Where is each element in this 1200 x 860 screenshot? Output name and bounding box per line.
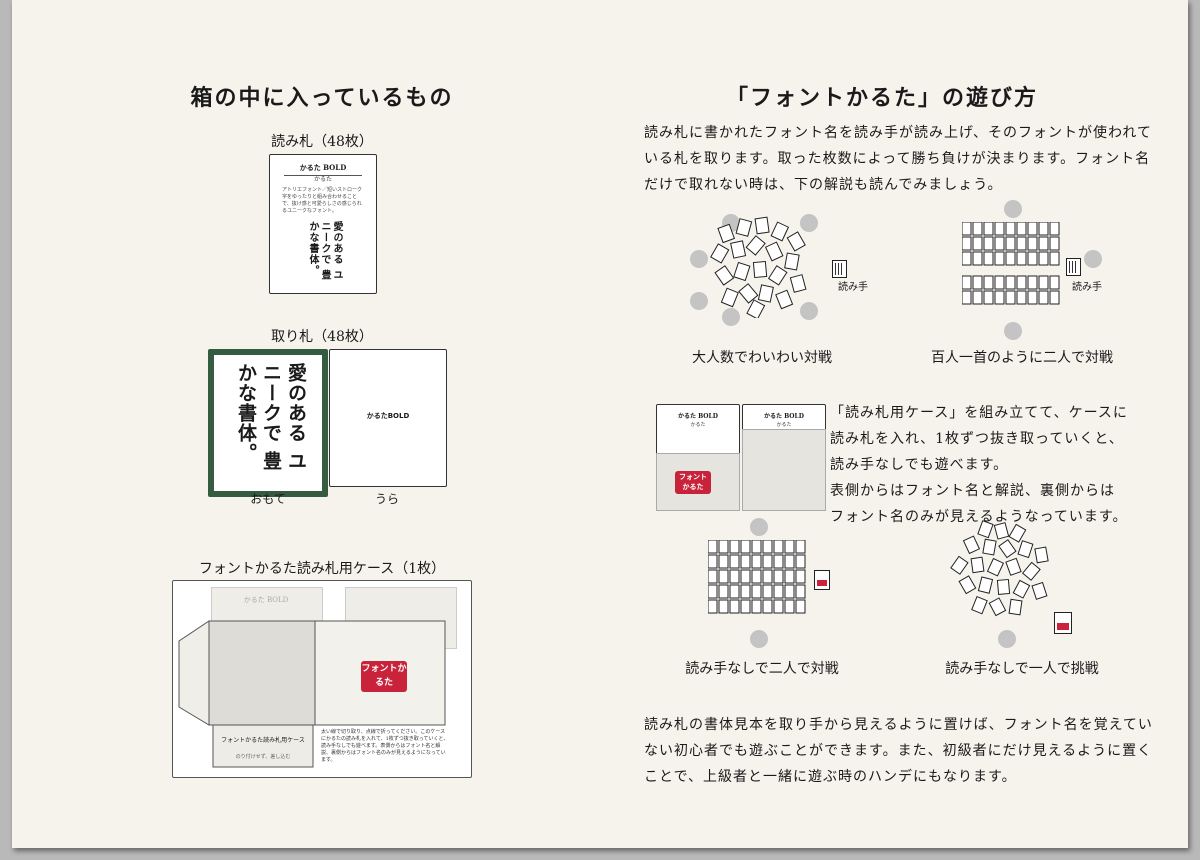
- case-card-back-title: かるた BOLD: [764, 413, 804, 420]
- reader-label-1: 読み手: [838, 282, 868, 293]
- yomifuda-card-title: かるた BOLD: [299, 163, 347, 172]
- diagram-many-players: [684, 206, 844, 326]
- scattered-cards-solo: [950, 520, 1049, 617]
- case-card-front-title: かるた BOLD: [678, 413, 718, 420]
- case-brand-tag: フォントかるた: [361, 661, 407, 692]
- reader-card-icon-2: [1066, 258, 1081, 276]
- case-card-title: かるた BOLD: [243, 596, 289, 604]
- diagram-two-noreader: [708, 518, 848, 648]
- case-caption: フォントかるた読み札用ケース（1枚）: [198, 561, 446, 577]
- torifuda-back-text: かるたBOLD: [366, 412, 410, 420]
- case-mini-icon-2: [1054, 612, 1072, 634]
- reader-label-2: 読み手: [1072, 282, 1102, 293]
- case-card-back-subtitle: かるた: [776, 422, 792, 428]
- case-card-front: かるた BOLD かるた フォント かるた: [656, 404, 740, 511]
- grid-cards-two-rows: [962, 222, 1060, 305]
- case-text-line-5: フォント名のみが見えるようなっています。: [830, 509, 1128, 525]
- case-text-line-2: 読み札を入れ、1枚ずつ抜き取っていくと、: [830, 431, 1124, 447]
- torifuda-front-card: 愛のある ユニークで 豊かな書体。: [208, 349, 328, 497]
- contents-heading: 箱の中に入っているもの: [190, 85, 454, 111]
- case-text-line-4: 表側からはフォント名と解説、裏側からは: [830, 483, 1115, 499]
- yomifuda-card: かるた BOLD かるた アトリエフォント／短いストローク字をゆったりと組み合わ…: [269, 154, 377, 294]
- yomifuda-sample: 愛のある ユニークで 豊かな書体。: [307, 221, 342, 281]
- torifuda-front-label: おもて: [250, 492, 286, 506]
- diagram-solo: [942, 520, 1102, 650]
- case-flap-small: のり付けせず、差し込む: [235, 754, 291, 760]
- case-diagram: かるた BOLD フォントかるた フォントかるた読み札用ケース のり付けせず、差…: [172, 580, 472, 778]
- yomifuda-card-subtitle: かるた: [313, 176, 332, 183]
- diagram-hyakunin: [962, 200, 1122, 340]
- case-explanation: 「読み札用ケース」を組み立てて、ケースに 読み札を入れ、1枚ずつ抜き取っていくと…: [830, 400, 1170, 530]
- yomifuda-caption: 読み札（48枚）: [271, 134, 373, 150]
- torifuda-caption: 取り札（48枚）: [271, 329, 373, 345]
- caption-two-noreader: 読み手なしで二人で対戦: [685, 661, 839, 677]
- caption-many: 大人数でわいわい対戦: [692, 350, 832, 366]
- scattered-cards: [710, 216, 807, 318]
- caption-solo: 読み手なしで一人で挑戦: [945, 661, 1099, 677]
- howto-heading: 「フォントかるた」の遊び方: [725, 85, 1038, 111]
- caption-hyakunin: 百人一首のように二人で対戦: [931, 350, 1113, 366]
- torifuda-front-text: 愛のある ユニークで 豊かな書体。: [235, 363, 307, 471]
- case-card-front-subtitle: かるた: [690, 422, 706, 428]
- case-flap-outline: [178, 620, 446, 768]
- howto-intro: 読み札に書かれたフォント名を読み手が読み上げ、そのフォントが使われている札を取り…: [644, 125, 1152, 193]
- case-flap-label: フォントかるた読み札用ケース: [221, 737, 305, 744]
- yomifuda-card-desc: アトリエフォント／短いストローク字をゆったりと組み合わせることで、抜け感と可愛ら…: [282, 187, 363, 214]
- case-text-line-1: 「読み札用ケース」を組み立てて、ケースに: [830, 405, 1128, 421]
- case-mini-icon: [814, 570, 830, 590]
- reader-card-icon: [832, 260, 847, 278]
- case-card-tag: フォント かるた: [675, 471, 711, 494]
- howto-outro: 読み札の書体見本を取り手から見えるように置けば、フォント名を覚えていない初心者で…: [644, 717, 1153, 785]
- case-notes: 太い線で切り取り、点線で折ってください。このケースにかるたの読み札を入れて、1枚…: [321, 729, 449, 763]
- booklet-page: 箱の中に入っているもの 読み札（48枚） かるた BOLD かるた アトリエフォ…: [12, 0, 1188, 848]
- case-card-back: かるた BOLD かるた: [742, 404, 826, 511]
- torifuda-back-card: かるたBOLD: [329, 349, 447, 487]
- grid-cards-five-rows: [708, 540, 806, 614]
- case-text-line-3: 読み手なしでも遊べます。: [830, 457, 1009, 473]
- torifuda-back-label: うら: [374, 492, 399, 506]
